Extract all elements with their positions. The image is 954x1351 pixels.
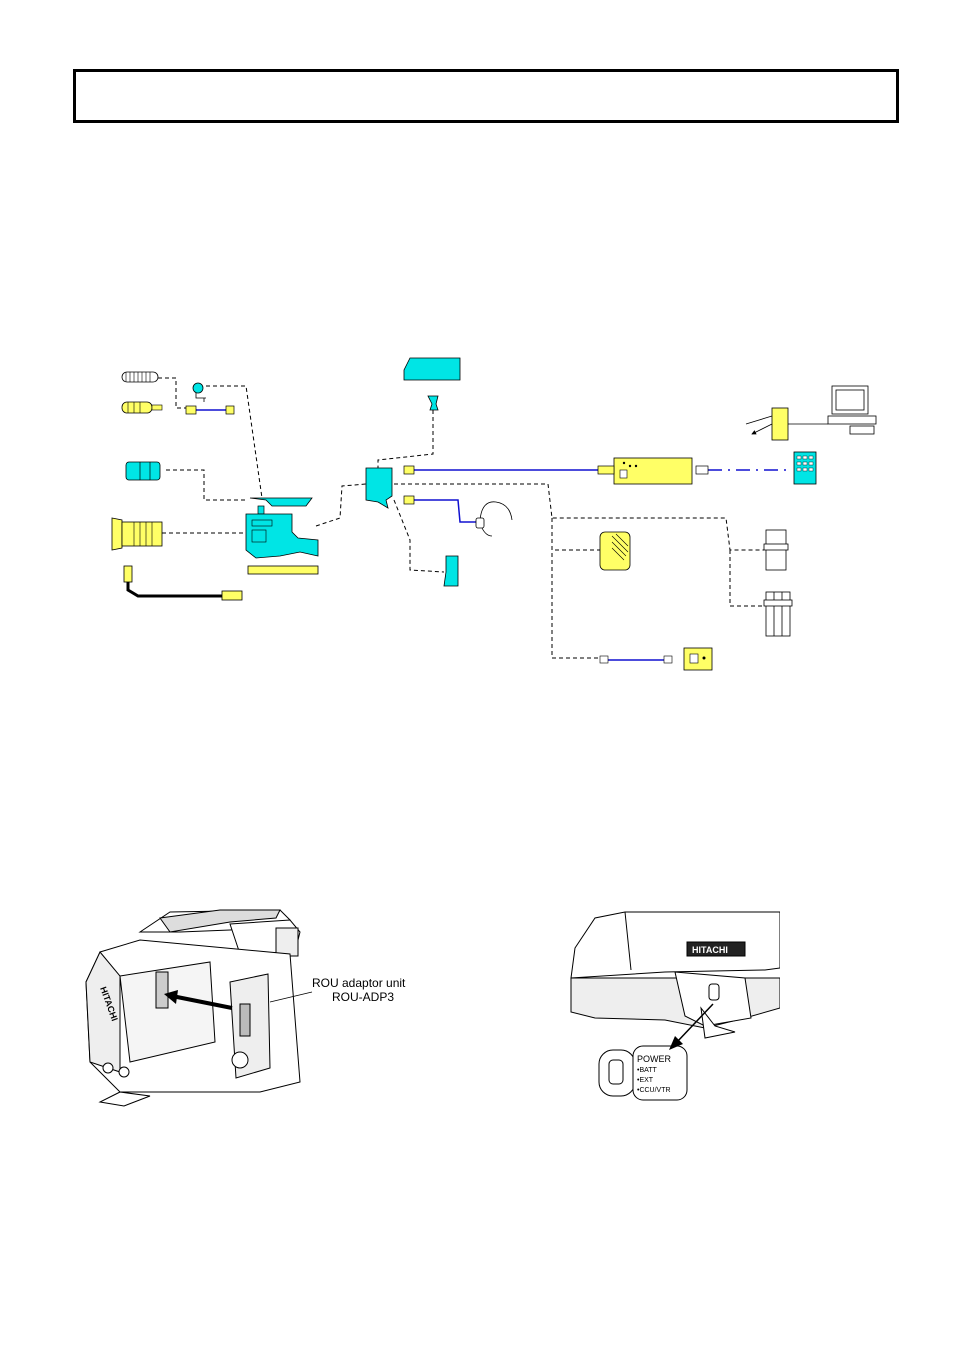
battery-icon — [443, 555, 459, 587]
microphone-icon — [121, 371, 159, 383]
headset-icon — [475, 501, 513, 537]
power-switch-title: POWER — [637, 1054, 672, 1064]
rou-adaptor-label-line2: ROU-ADP3 — [332, 990, 395, 1004]
battery-pack-icon — [599, 531, 631, 571]
interface-box-icon — [745, 407, 828, 441]
camera-head-icon — [245, 497, 319, 559]
lens-adaptor-icon — [125, 461, 161, 481]
battery-charger-icon-2 — [763, 591, 793, 637]
camera-adaptor-icon — [365, 467, 393, 509]
system-diagram — [111, 357, 877, 671]
black-cable — [126, 580, 224, 598]
viewfinder-icon — [403, 357, 461, 411]
dashed-connectors — [158, 377, 764, 659]
mic-holder-icon — [121, 401, 163, 414]
brand-logo-side: HITACHI — [692, 945, 728, 955]
computer-icon — [827, 385, 877, 435]
keypad-icon — [793, 451, 817, 485]
blue-cables — [196, 409, 790, 661]
power-option-ext: •EXT — [637, 1077, 654, 1084]
power-option-batt: •BATT — [637, 1067, 657, 1074]
camera-rear-drawing: HITACHI — [85, 909, 313, 1107]
rou-adaptor-figure: HITACHI ROU adaptor unit ROU-ADP3 — [80, 892, 420, 1112]
power-option-ccu-vtr: •CCU/VTR — [637, 1087, 671, 1094]
small-cable-icon — [185, 405, 235, 415]
title-box — [73, 69, 899, 123]
rou-adaptor-label-line1: ROU adaptor unit — [312, 976, 406, 990]
camera-side-drawing: HITACHI — [570, 911, 781, 1101]
mic-clamp-icon — [192, 382, 206, 402]
battery-charger-icon-1 — [763, 529, 789, 571]
zoom-lens-icon — [111, 517, 163, 551]
power-switch-figure: HITACHI POWER •BATT •EXT •CCU/VTR — [565, 908, 781, 1103]
ac-adaptor-icon — [683, 647, 713, 671]
remote-control-unit-icon — [613, 457, 693, 485]
camera-plate-icon — [247, 565, 319, 575]
